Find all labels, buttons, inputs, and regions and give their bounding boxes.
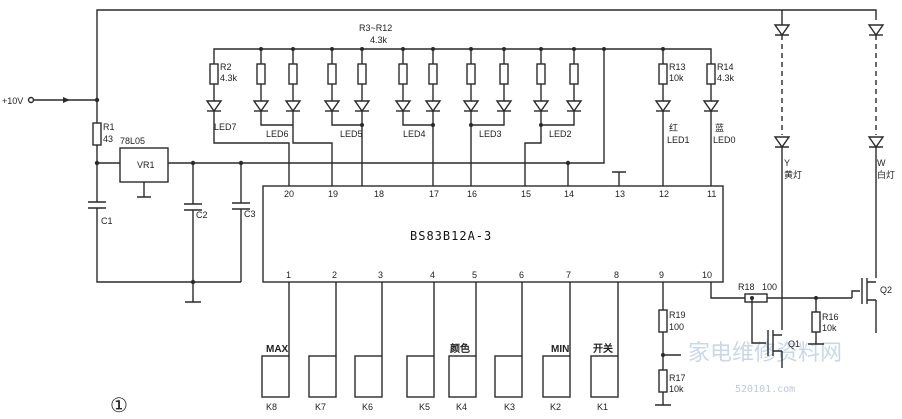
- r19-ref: R19: [669, 310, 686, 320]
- svg-text:8: 8: [614, 270, 619, 280]
- led7-label: LED7: [214, 122, 237, 132]
- svg-text:1: 1: [286, 270, 291, 280]
- vr1-part: 78L05: [120, 136, 145, 146]
- led3-label: LED3: [479, 129, 502, 139]
- svg-text:6: 6: [519, 270, 524, 280]
- svg-text:16: 16: [467, 189, 477, 199]
- c2-label: C2: [196, 210, 208, 220]
- watermark-url: 520101.com: [735, 384, 795, 395]
- q1-label: Q1: [788, 339, 800, 349]
- resistor-r19: [658, 309, 668, 333]
- svg-text:19: 19: [328, 189, 338, 199]
- svg-text:9: 9: [659, 270, 664, 280]
- svg-text:17: 17: [429, 189, 439, 199]
- k6-ref: K6: [362, 402, 373, 412]
- r17-ref: R17: [669, 373, 686, 383]
- r16-ref: R16: [822, 312, 839, 322]
- r3-r12-value: 4.3k: [370, 35, 388, 45]
- resistor-r18: [744, 293, 768, 303]
- svg-text:12: 12: [659, 189, 669, 199]
- r18-ref: R18: [738, 282, 755, 292]
- k2-ref: K2: [550, 402, 561, 412]
- k5-ref: K5: [419, 402, 430, 412]
- supply-label: +10V: [2, 96, 23, 106]
- led1-label: LED1: [667, 135, 690, 145]
- r14-value: 4.3k: [717, 73, 735, 83]
- regulator-vr1: [119, 147, 169, 183]
- led2-label: LED2: [549, 129, 572, 139]
- resistor-r16: [811, 311, 821, 333]
- k1-ref: K1: [597, 402, 608, 412]
- chip-top-pins: 20 19 18 17 16 15 14 13 12 11: [284, 189, 716, 199]
- k7-ref: K7: [315, 402, 326, 412]
- k8-label: MAX: [266, 344, 289, 355]
- svg-text:3: 3: [378, 270, 383, 280]
- white-led-name: 白灯: [877, 169, 895, 180]
- svg-text:18: 18: [374, 189, 384, 199]
- r13-value: 10k: [669, 73, 684, 83]
- k2-label: MIN: [551, 344, 569, 355]
- chip-bottom-pins: 1 2 3 4 5 6 7 8 9 10: [286, 270, 712, 280]
- svg-text:11: 11: [707, 189, 716, 199]
- transistor-q1: [750, 296, 783, 368]
- svg-text:10: 10: [702, 270, 712, 280]
- transistor-q2: [851, 278, 877, 333]
- figure-number: ①: [110, 393, 128, 417]
- led5-label: LED5: [340, 129, 363, 139]
- svg-text:13: 13: [615, 189, 625, 199]
- touch-keys: [261, 355, 619, 398]
- resistor-r17: [658, 369, 668, 393]
- vr1-ref: VR1: [137, 160, 155, 170]
- svg-text:20: 20: [284, 189, 294, 199]
- r14-ref: R14: [717, 62, 734, 72]
- led0-color: 蓝: [715, 122, 724, 133]
- led1-color: 红: [669, 122, 678, 133]
- led-resistors: [209, 49, 716, 101]
- k3-ref: K3: [504, 402, 515, 412]
- r19-value: 100: [669, 322, 684, 332]
- r18-value: 100: [762, 282, 777, 292]
- led6-label: LED6: [266, 129, 289, 139]
- k1-label: 开关: [593, 342, 613, 355]
- r1-value: 43: [103, 134, 113, 144]
- resistor-r1: [92, 122, 102, 146]
- k8-ref: K8: [266, 402, 277, 412]
- ic-bs83b12a: [262, 185, 724, 283]
- svg-text:4: 4: [430, 270, 435, 280]
- svg-text:14: 14: [564, 189, 574, 199]
- c1-label: C1: [101, 216, 113, 226]
- r16-value: 10k: [822, 323, 837, 333]
- q2-label: Q2: [880, 285, 892, 295]
- k4-ref: K4: [456, 402, 467, 412]
- watermark-text: 家电维修资料网: [688, 341, 842, 366]
- k4-label: 颜色: [450, 342, 470, 355]
- r17-value: 10k: [669, 384, 684, 394]
- r3-r12-ref: R3~R12: [359, 23, 392, 33]
- r1-ref: R1: [103, 122, 115, 132]
- r2-value: 4.3k: [220, 73, 238, 83]
- chip-name: BS83B12A-3: [410, 229, 492, 243]
- c3-label: C3: [244, 209, 256, 219]
- yellow-led-ref: Y: [784, 158, 790, 168]
- svg-text:5: 5: [472, 270, 477, 280]
- yellow-led-name: 黄灯: [784, 169, 802, 180]
- r2-ref: R2: [220, 62, 232, 72]
- r13-ref: R13: [669, 62, 686, 72]
- white-led-ref: W: [877, 158, 886, 168]
- led-symbols: [205, 100, 720, 113]
- svg-text:2: 2: [332, 270, 337, 280]
- led0-label: LED0: [713, 135, 736, 145]
- white-led-string: [867, 24, 885, 278]
- led4-label: LED4: [403, 129, 426, 139]
- svg-text:7: 7: [566, 270, 571, 280]
- svg-text:15: 15: [521, 189, 531, 199]
- yellow-led-string: [773, 20, 791, 330]
